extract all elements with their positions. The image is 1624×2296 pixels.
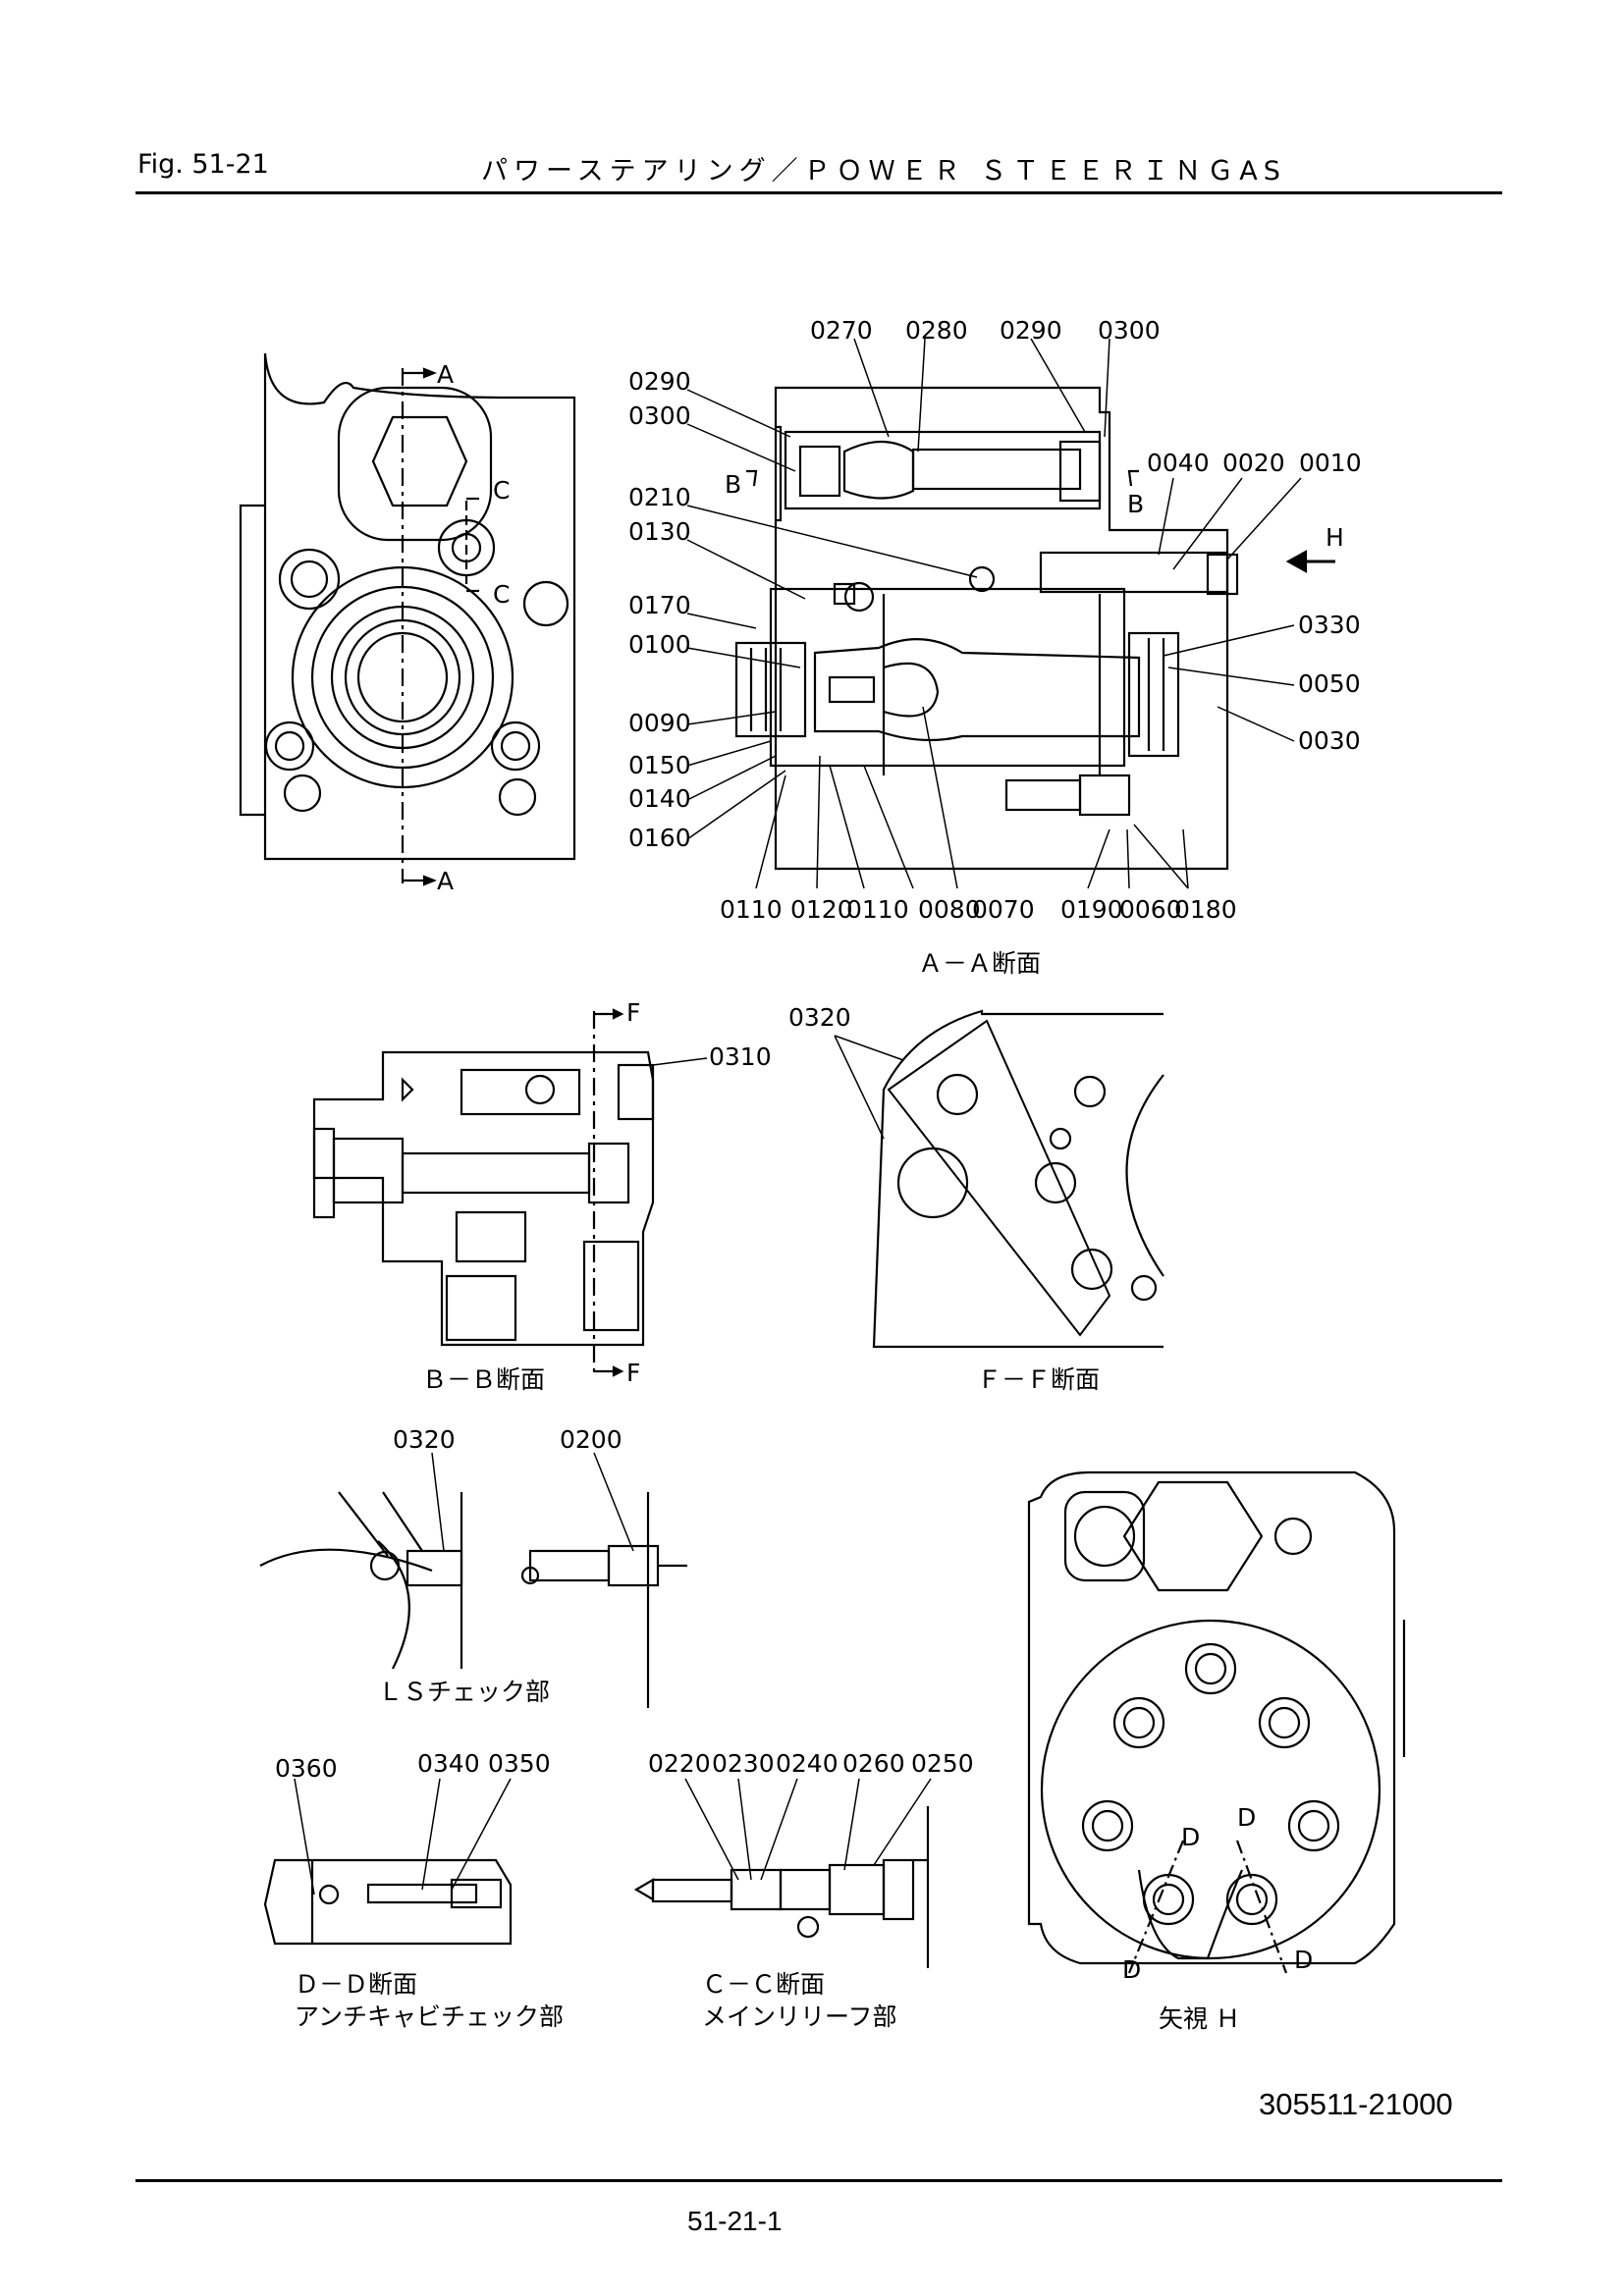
section-label-aa: Ａ－Ａ断面 [918, 949, 1041, 978]
section-label-bb: Ｂ－Ｂ断面 [422, 1365, 545, 1394]
cut-marker-d-left: D [1181, 1823, 1200, 1851]
page-number: 51-21-1 [687, 2206, 783, 2236]
part-no-0200: 0200 [560, 1425, 623, 1454]
cut-marker-d-right-bottom: D [1294, 1946, 1313, 1974]
part-no-0350: 0350 [488, 1749, 551, 1778]
part-no-0060: 0060 [1119, 895, 1182, 924]
part-no-0020: 0020 [1222, 449, 1285, 477]
section-ff-drawing [872, 1009, 1164, 1349]
section-aa-drawing [734, 386, 1335, 871]
section-label-dd: Ｄ－Ｄ断面 [295, 1970, 417, 1999]
cut-marker-a-top: A [437, 360, 454, 389]
part-no-0320-ff: 0320 [788, 1003, 851, 1032]
part-no-0110-a: 0110 [720, 895, 783, 924]
section-bb-drawing [312, 1008, 655, 1377]
section-label-ff: Ｆ－Ｆ断面 [977, 1365, 1100, 1394]
section-dd-drawing [263, 1858, 513, 1946]
ls-check-drawing [259, 1491, 687, 1708]
cut-marker-b-left: B [725, 470, 741, 499]
cut-marker-f-bottom: F [626, 1359, 640, 1387]
part-no-0330: 0330 [1298, 611, 1361, 639]
part-no-0100: 0100 [628, 630, 691, 659]
part-no-0130: 0130 [628, 517, 691, 546]
part-no-0220: 0220 [648, 1749, 711, 1778]
part-no-0040: 0040 [1147, 449, 1210, 477]
part-no-0180: 0180 [1174, 895, 1237, 924]
part-no-0290-top: 0290 [1000, 316, 1062, 345]
view-h-drawing [1027, 1470, 1406, 1974]
part-no-0030: 0030 [1298, 726, 1361, 755]
part-no-0140: 0140 [628, 784, 691, 813]
part-no-0010: 0010 [1299, 449, 1362, 477]
part-no-0160: 0160 [628, 824, 691, 852]
cut-marker-a-bottom: A [437, 867, 454, 895]
part-no-0090: 0090 [628, 709, 691, 737]
part-no-0120: 0120 [790, 895, 853, 924]
part-no-0320-ls: 0320 [393, 1425, 456, 1454]
part-no-0280: 0280 [905, 316, 968, 345]
figure-label: Fig. 51-21 [137, 149, 269, 180]
part-no-0080: 0080 [918, 895, 981, 924]
aa-leader-lines [686, 338, 1302, 889]
cut-marker-c-top: C [493, 476, 510, 505]
section-label-dd-sub: アンチキャビチェック部 [295, 2002, 564, 2031]
document-code: 305511-21000 [1259, 2087, 1453, 2121]
part-no-0250: 0250 [911, 1749, 974, 1778]
part-no-0300-left: 0300 [628, 401, 691, 430]
cut-marker-d-right: D [1237, 1803, 1256, 1832]
section-label-ls: ＬＳチェック部 [378, 1678, 550, 1706]
part-no-0340: 0340 [417, 1749, 480, 1778]
cut-marker-c-bottom: C [493, 580, 510, 609]
footer-rule [135, 2179, 1502, 2182]
part-no-0170: 0170 [628, 591, 691, 619]
page-title: パワーステアリング／ＰＯＷＥＲ ＳＴＥＥＲＩＮＧAS [481, 156, 1286, 187]
part-no-0270: 0270 [810, 316, 873, 345]
part-no-0210: 0210 [628, 483, 691, 511]
view-marker-h: H [1326, 523, 1344, 552]
part-no-0070: 0070 [972, 895, 1035, 924]
part-no-0240: 0240 [776, 1749, 839, 1778]
part-no-0190: 0190 [1060, 895, 1123, 924]
part-no-0310: 0310 [709, 1042, 772, 1071]
part-no-0230: 0230 [712, 1749, 775, 1778]
cut-marker-d-left-bottom: D [1122, 1955, 1141, 1984]
part-no-0110-b: 0110 [846, 895, 909, 924]
cut-marker-b-right: B [1127, 490, 1144, 518]
section-label-cc-sub: メインリリーフ部 [702, 2002, 897, 2031]
section-cc-drawing [633, 1806, 930, 1968]
part-no-0360: 0360 [275, 1754, 338, 1783]
part-no-0300-top: 0300 [1098, 316, 1161, 345]
cut-marker-f-top: F [626, 998, 640, 1027]
section-label-cc: Ｃ－Ｃ断面 [702, 1970, 825, 1999]
part-no-0150: 0150 [628, 751, 691, 779]
header-rule [135, 191, 1502, 194]
front-view [239, 352, 576, 886]
part-no-0290-left: 0290 [628, 367, 691, 396]
section-label-h: 矢視 Ｈ [1159, 2004, 1240, 2033]
part-no-0050: 0050 [1298, 669, 1361, 698]
part-no-0260: 0260 [842, 1749, 905, 1778]
